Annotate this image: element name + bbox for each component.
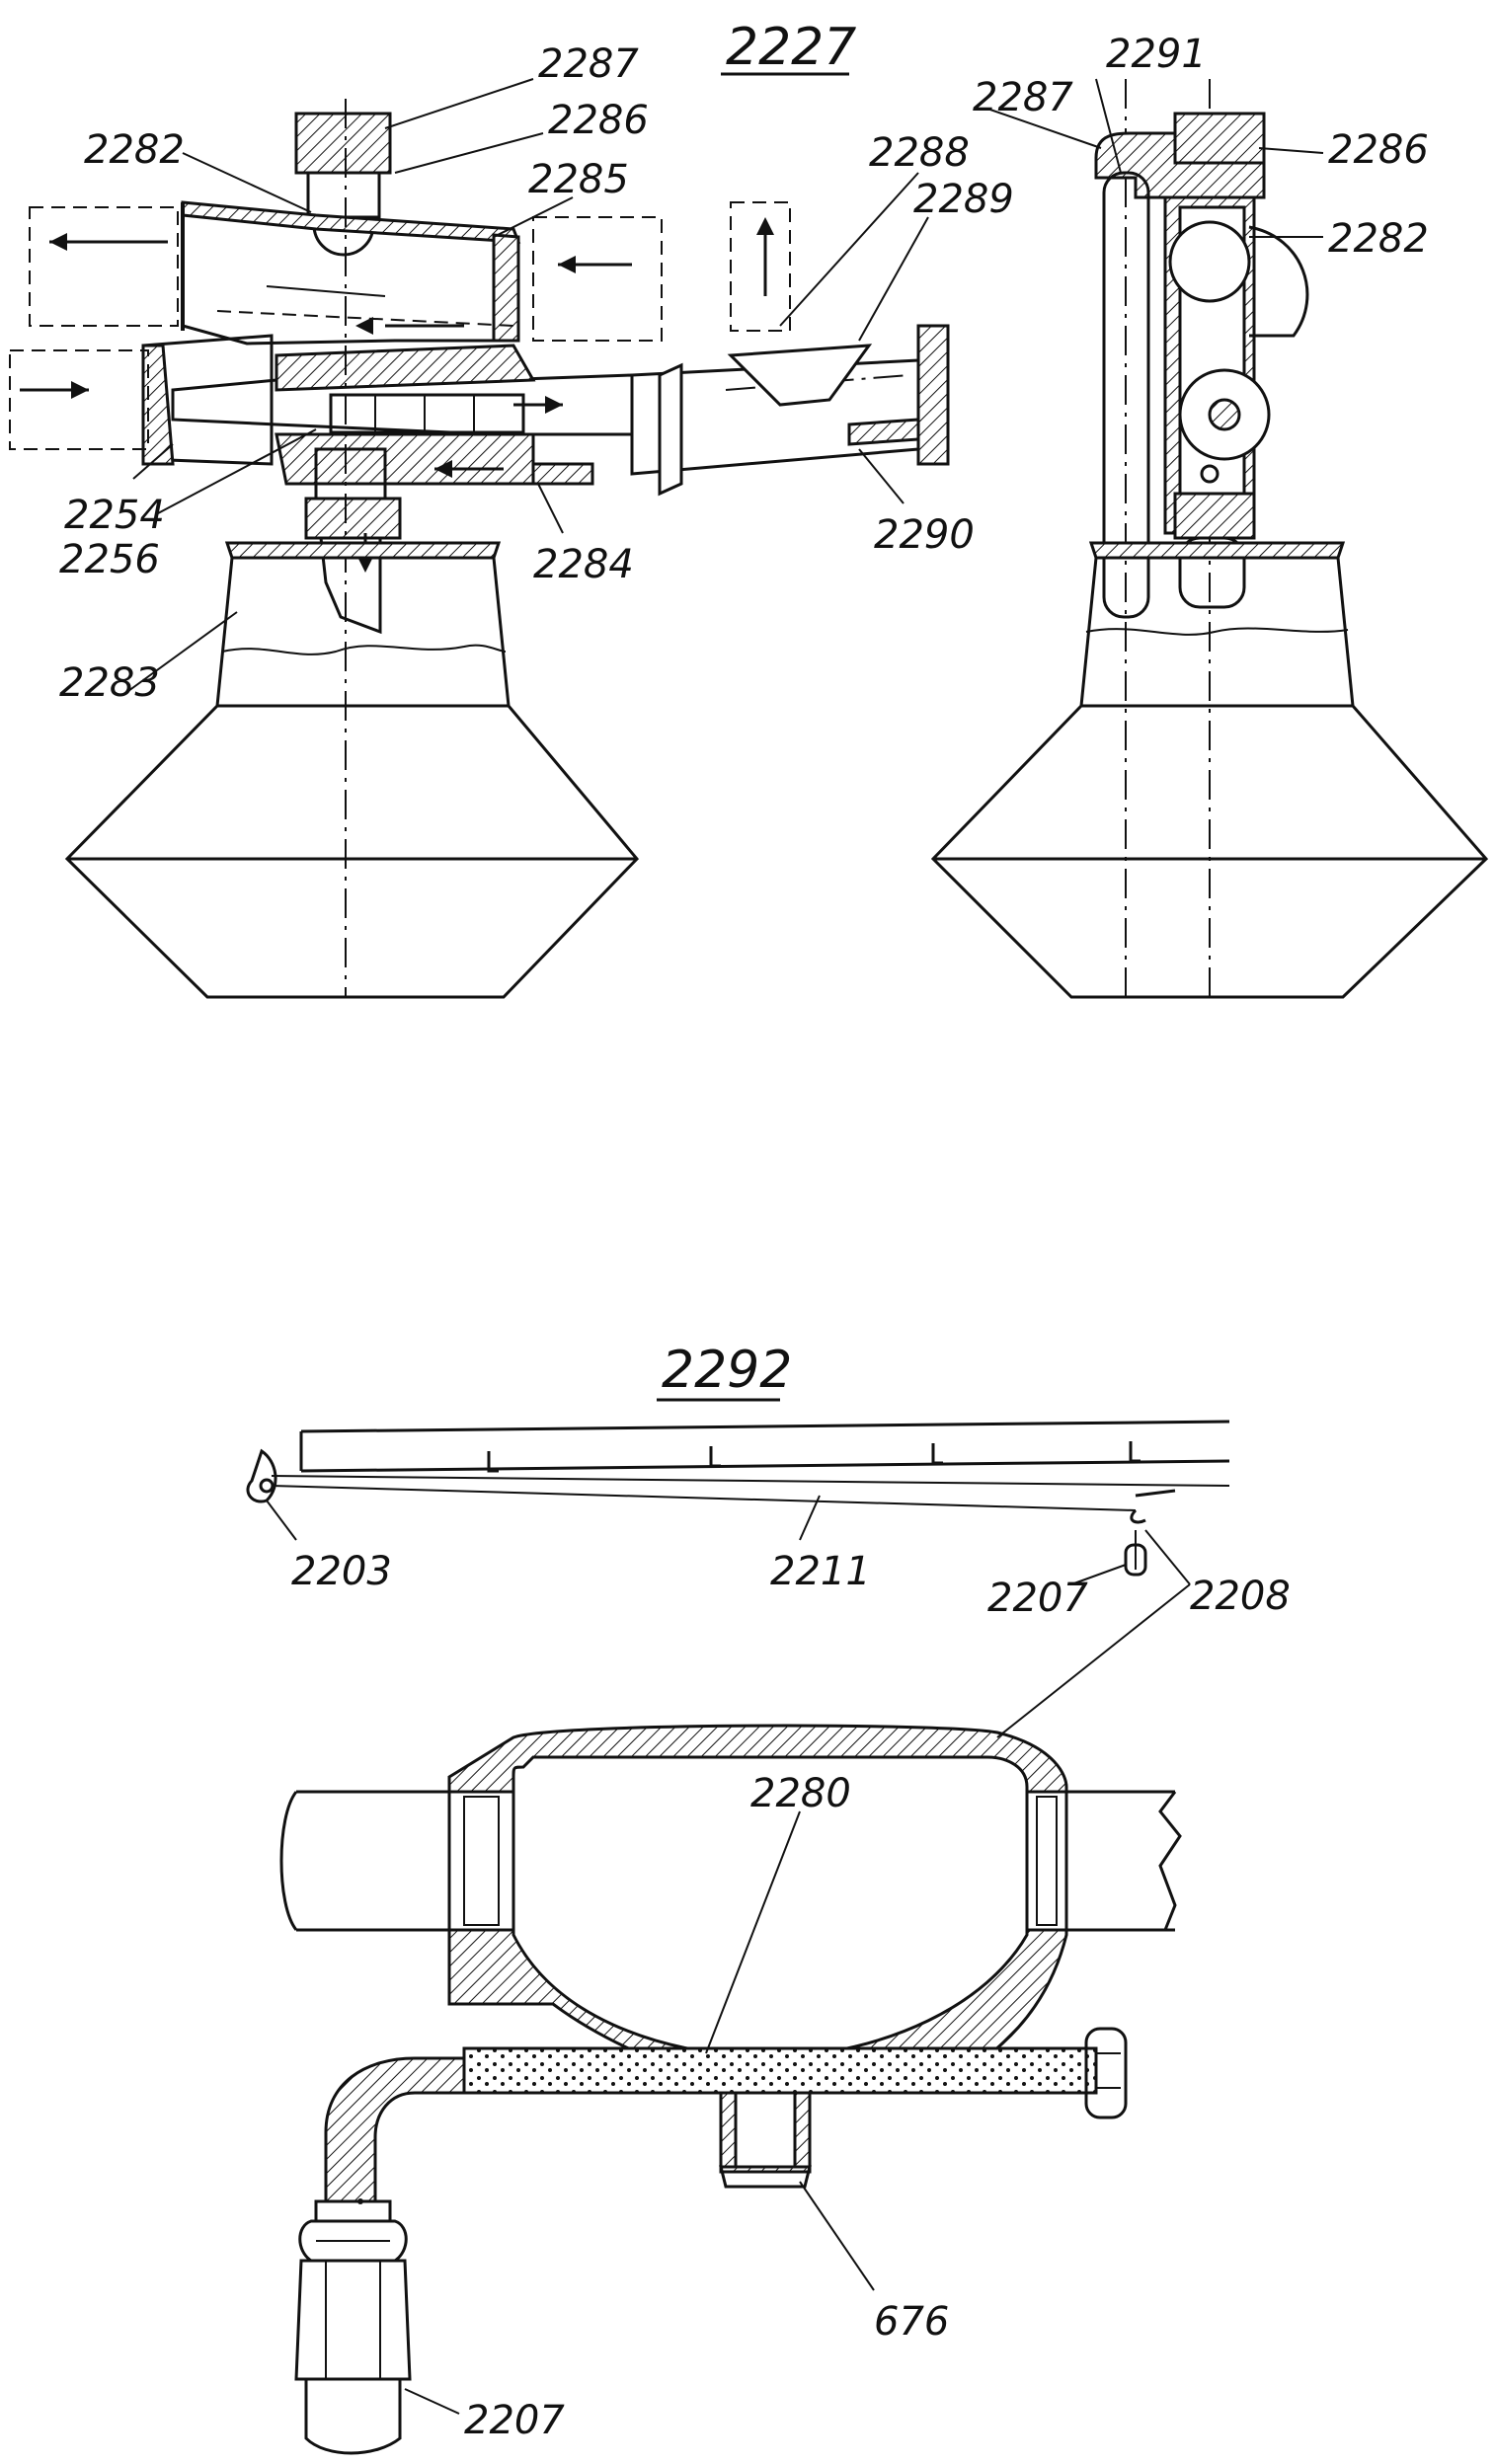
- end-nut: [1084, 2027, 1128, 2119]
- label-2207: 2207: [464, 2398, 565, 2443]
- label-2282-front: 2282: [1328, 216, 1429, 262]
- drain-tube: [319, 536, 382, 635]
- label-2254: 2254: [64, 493, 165, 538]
- fitting-2284: [531, 462, 594, 486]
- sprayer-housing-detail: [279, 1724, 1182, 2455]
- label-2286-front: 2286: [1328, 127, 1429, 173]
- label-2291: 2291: [1106, 32, 1207, 77]
- label-2286: 2286: [548, 98, 649, 143]
- label-2289: 2289: [913, 177, 1014, 222]
- perforated-tube-2280: [462, 2046, 1098, 2095]
- label-2285: 2285: [528, 157, 629, 202]
- drain-front: [1178, 536, 1246, 609]
- label-2208: 2208: [1190, 1574, 1291, 1619]
- title-2227: 2227: [726, 18, 856, 77]
- sprayer-2207-small: [1124, 1543, 1147, 1577]
- figure-2292-rack: [246, 1420, 1230, 1577]
- label-2211: 2211: [770, 1549, 871, 1594]
- title-2292: 2292: [662, 1341, 792, 1400]
- injector-upper-wall: [275, 344, 536, 392]
- label-2287: 2287: [538, 41, 639, 87]
- label-2282: 2282: [84, 127, 185, 173]
- bracket-2203: [246, 1448, 277, 1503]
- end-cap-2289: [916, 324, 950, 466]
- funnel-2288: [727, 344, 873, 407]
- hopper-rim: [224, 541, 502, 560]
- label-2256: 2256: [59, 537, 160, 582]
- upper-housing-flange: [492, 233, 520, 343]
- label-2288: 2288: [869, 130, 970, 176]
- ball-2282-front: [1168, 220, 1251, 303]
- label-2284: 2284: [533, 542, 634, 587]
- sprayer-2207: [294, 2259, 412, 2381]
- drain-flange: [304, 497, 402, 540]
- label-2290: 2290: [874, 512, 975, 558]
- pipe-2291: [1102, 171, 1150, 619]
- cap-2287: [294, 112, 392, 175]
- label-2203: 2203: [291, 1549, 392, 1594]
- label-2280: 2280: [750, 1771, 851, 1816]
- hopper-lower-cone: [64, 704, 640, 999]
- label-676: 676: [874, 2299, 949, 2345]
- elbow: [324, 2056, 466, 2203]
- valve-2286-front: [1173, 112, 1266, 165]
- label-2207-small: 2207: [987, 1576, 1088, 1621]
- reference-labels: 2287 2286 2282 2285 2288 2289 2291 2287 …: [59, 32, 1429, 2443]
- label-2283: 2283: [59, 660, 160, 706]
- leader-lines: [127, 78, 1324, 2415]
- figure-titles: 2227 2292: [657, 18, 856, 1402]
- figure-2227-front-view: [930, 79, 1489, 999]
- figure-2227-side-view: [9, 99, 950, 999]
- nozzle-2256: [329, 393, 525, 434]
- label-2287-front: 2287: [973, 75, 1073, 120]
- rod-2211: [271, 1475, 1230, 1487]
- plate-2290: [847, 418, 920, 446]
- valve-body-2286: [306, 171, 381, 219]
- hopper-2283: [215, 556, 511, 708]
